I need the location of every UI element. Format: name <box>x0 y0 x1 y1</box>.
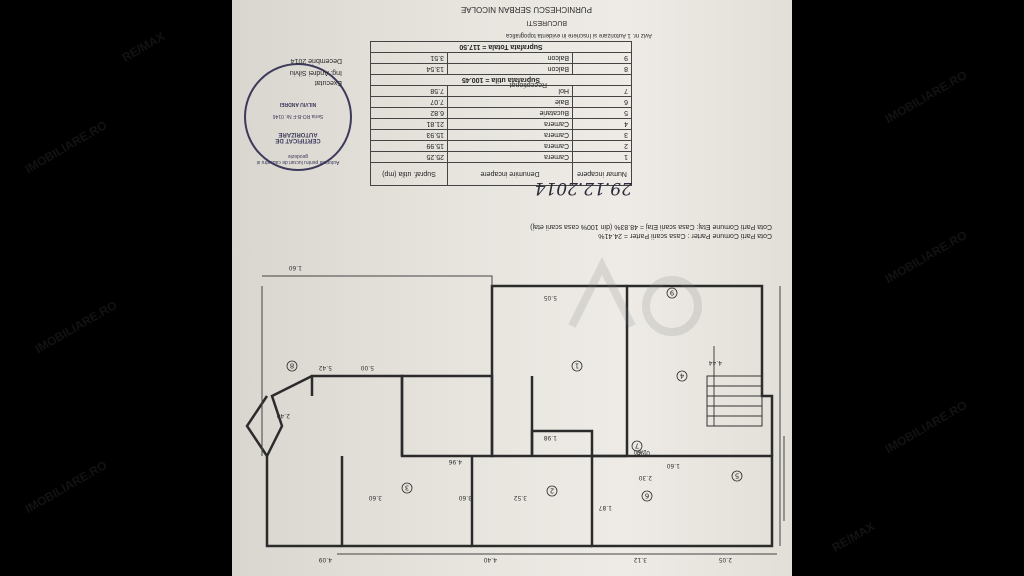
room-number-label: 2 <box>550 487 554 495</box>
dimension-label: 4.96 <box>448 458 462 465</box>
dimension-label: 1.60 <box>666 462 680 469</box>
watermark: RE/MAX <box>829 519 878 555</box>
dimension-label: 2.05 <box>718 556 732 563</box>
room-number: 7 <box>631 440 643 452</box>
room-number-label: 1 <box>575 362 579 370</box>
dimension-label: 1.98 <box>543 434 557 441</box>
room-number: 6 <box>641 490 653 502</box>
room-number-label: 9 <box>670 289 674 297</box>
room-number-label: 3 <box>405 484 409 492</box>
dimension-label: 4.09 <box>318 556 332 563</box>
dimension-label: 1.87 <box>598 504 612 511</box>
dimension-label: 4.40 <box>483 556 497 563</box>
dimension-label: 4.44 <box>708 359 722 366</box>
dimension-label: 1.60 <box>633 448 647 455</box>
rotated-plan-sheet: PURNICHESCU SERBAN NICOLAE BUCURESTI Avi… <box>232 0 792 576</box>
room-labels: 1 2 3 4 5 6 7 8 9 <box>286 287 743 502</box>
watermark: IMOBILIARE.RO <box>882 67 970 127</box>
room-number: 5 <box>731 470 743 482</box>
room-number-label: 8 <box>290 362 294 370</box>
dimension-label: 5.42 <box>318 364 332 371</box>
watermark: RE/MAX <box>119 29 168 65</box>
dimension-label: 3.60 <box>458 494 472 501</box>
room-number-label: 6 <box>644 492 649 500</box>
dimension-label: 1.60 <box>288 264 302 271</box>
room-number: 8 <box>286 360 298 372</box>
room-number: 4 <box>676 370 688 382</box>
dimension-labels: 2.05 3.12 4.40 4.09 5.05 4.96 5.42 5.00 … <box>276 264 732 563</box>
room-number: 9 <box>666 287 678 299</box>
plan-walls <box>245 284 774 548</box>
watermark: IMOBILIARE.RO <box>22 117 110 177</box>
dimension-label: 5.05 <box>543 294 557 301</box>
room-number: 3 <box>401 482 413 494</box>
dimension-label: 5.00 <box>360 364 374 371</box>
watermark: IMOBILIARE.RO <box>32 297 120 357</box>
dimension-label: 3.12 <box>633 556 647 563</box>
room-number-label: 7 <box>635 442 639 450</box>
document-page: PURNICHESCU SERBAN NICOLAE BUCURESTI Avi… <box>232 0 792 576</box>
plan-thin-lines <box>261 275 785 555</box>
room-number: 1 <box>571 360 583 372</box>
room-number-label: 5 <box>735 472 739 480</box>
staircase <box>706 375 763 427</box>
watermark: IMOBILIARE.RO <box>882 397 970 457</box>
watermark: IMOBILIARE.RO <box>22 457 110 517</box>
dimension-label: 3.52 <box>513 494 527 501</box>
dimension-label: 0.90 <box>636 449 650 456</box>
floor-plan: 1 2 3 4 5 6 7 8 9 2.05 3.12 4.40 4.09 5.… <box>245 257 785 563</box>
faint-logo-watermark <box>568 257 702 336</box>
dimension-label: 3.60 <box>368 494 382 501</box>
room-number-label: 4 <box>679 372 684 380</box>
dimension-label: 2.40 <box>276 412 290 419</box>
dimension-label: 2.30 <box>638 474 652 481</box>
room-number: 2 <box>546 485 558 497</box>
watermark: IMOBILIARE.RO <box>882 227 970 287</box>
